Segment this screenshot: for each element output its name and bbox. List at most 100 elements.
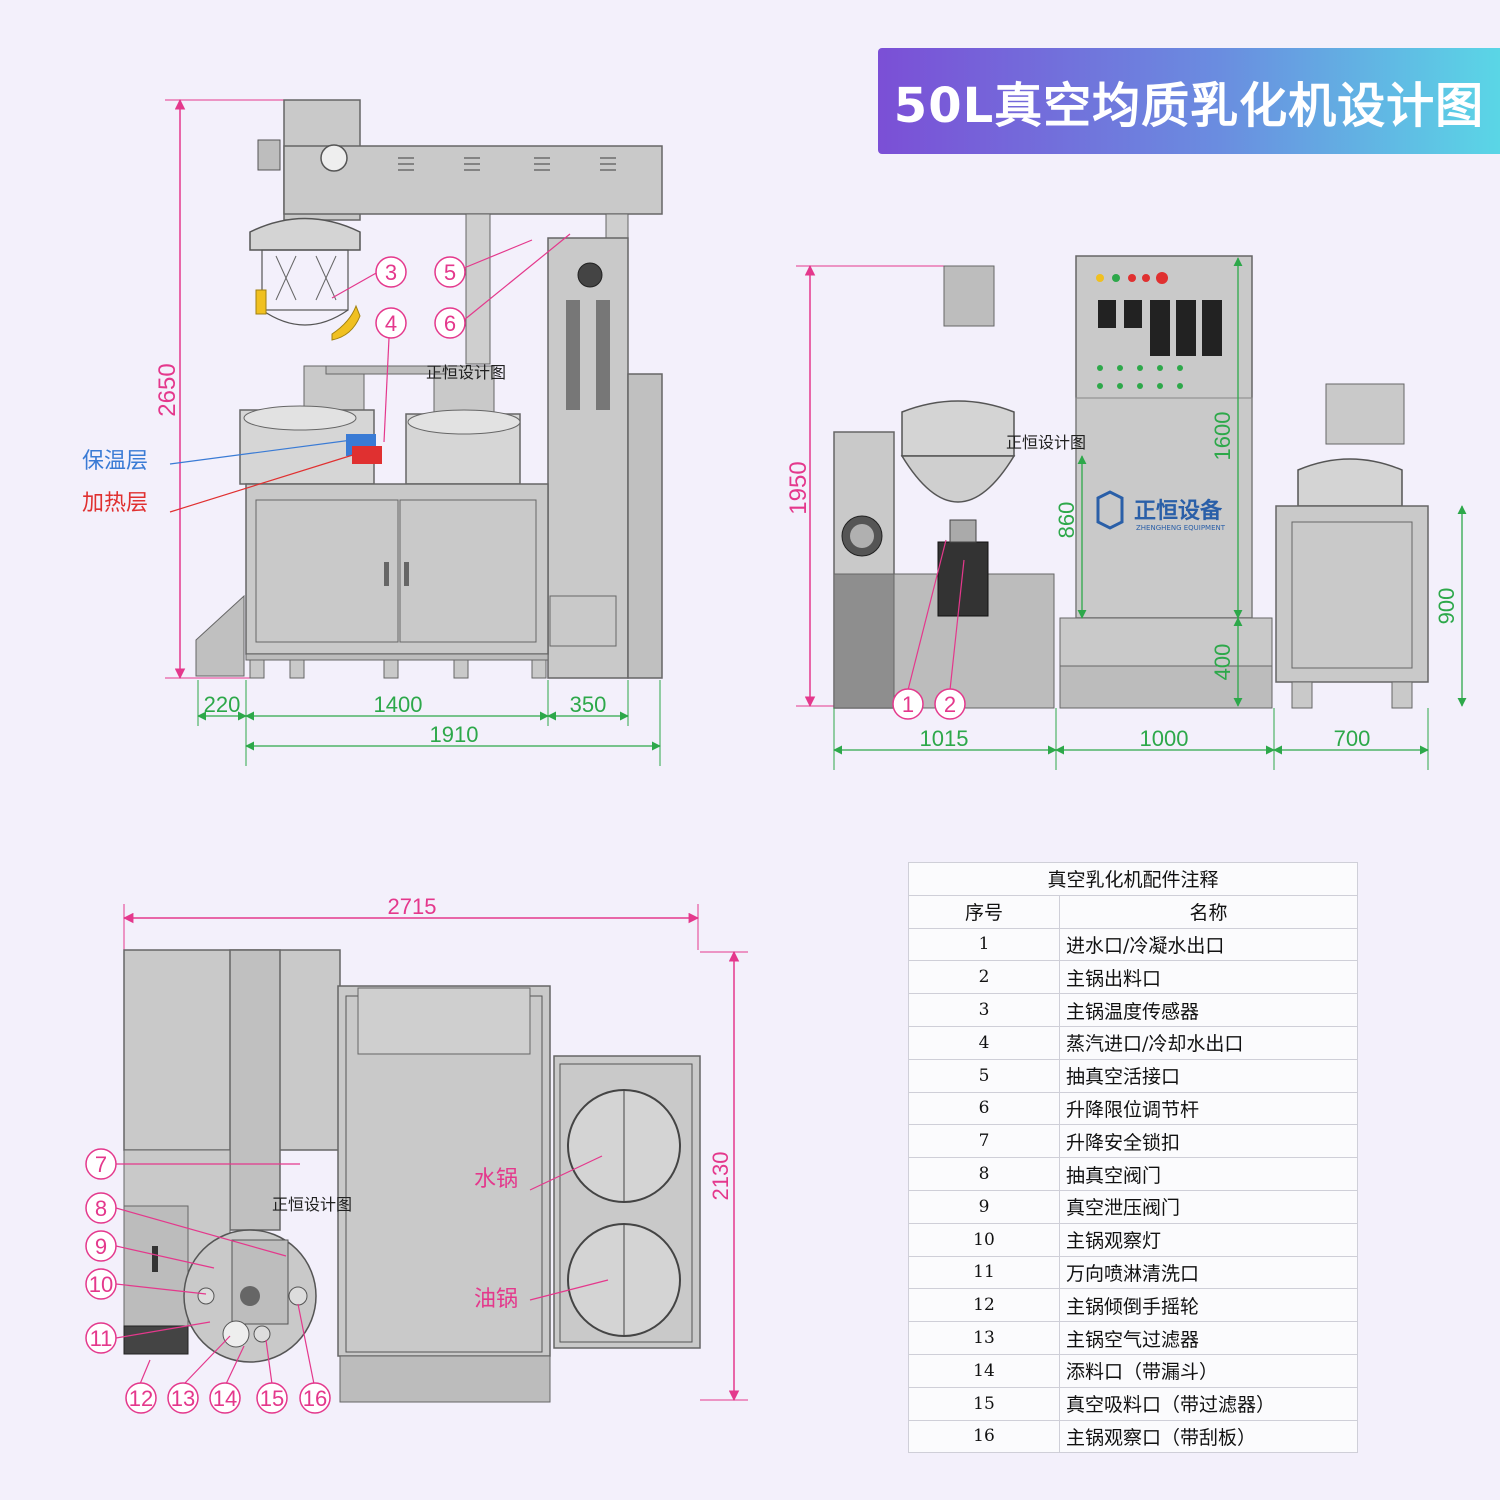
row-index: 1 bbox=[908, 927, 1060, 962]
callout-10 bbox=[85, 1268, 117, 1300]
water-pot-label: 水锅 bbox=[474, 1167, 518, 1192]
callout-4-label: 4 bbox=[385, 311, 397, 336]
row-index: 6 bbox=[908, 1091, 1060, 1126]
callout-5-label: 5 bbox=[444, 260, 456, 285]
row-name: 真空吸料口（带过滤器） bbox=[1059, 1386, 1358, 1421]
side-view: 1950 正恒设备 ZHENGHENG EQUIPMENT bbox=[785, 255, 1467, 770]
row-name: 万向喷淋清洗口 bbox=[1059, 1255, 1358, 1290]
dim-400: 400 bbox=[1210, 644, 1235, 681]
row-name: 真空泄压阀门 bbox=[1059, 1189, 1358, 1224]
watermark-front: 正恒设计图 bbox=[426, 363, 506, 382]
callout-1-label: 1 bbox=[902, 692, 914, 717]
callout-1 bbox=[892, 688, 924, 720]
row-index: 4 bbox=[908, 1025, 1060, 1060]
callout-4 bbox=[375, 307, 407, 339]
callout-8 bbox=[85, 1192, 117, 1224]
callout-3-label: 3 bbox=[385, 260, 397, 285]
row-index: 5 bbox=[908, 1058, 1060, 1093]
row-index: 11 bbox=[908, 1255, 1060, 1290]
row-name: 主锅出料口 bbox=[1059, 960, 1358, 995]
callout-12-label: 12 bbox=[129, 1386, 153, 1411]
row-index: 10 bbox=[908, 1222, 1060, 1257]
row-name: 主锅温度传感器 bbox=[1059, 993, 1358, 1027]
row-name: 升降限位调节杆 bbox=[1059, 1091, 1358, 1126]
callout-11-label: 11 bbox=[90, 1326, 113, 1351]
dim-220: 220 bbox=[204, 692, 241, 717]
row-index: 2 bbox=[908, 960, 1060, 995]
oil-pot-label: 油锅 bbox=[474, 1287, 518, 1312]
watermark-top: 正恒设计图 bbox=[272, 1195, 352, 1214]
row-name: 抽真空活接口 bbox=[1059, 1058, 1358, 1093]
row-index: 12 bbox=[908, 1288, 1060, 1323]
row-index: 13 bbox=[908, 1321, 1060, 1355]
row-name: 升降安全锁扣 bbox=[1059, 1124, 1358, 1159]
callout-13-label: 13 bbox=[171, 1386, 195, 1411]
brand-name: 正恒设备 bbox=[1134, 498, 1223, 524]
side-height-label: 1950 bbox=[785, 461, 812, 514]
callout-16 bbox=[299, 1382, 331, 1414]
row-name: 主锅观察口（带刮板） bbox=[1059, 1419, 1358, 1454]
top-view: 2715 2130 正恒设计图 水锅 油锅 bbox=[85, 894, 748, 1414]
callout-2-label: 2 bbox=[944, 692, 956, 717]
callout-12 bbox=[125, 1382, 157, 1414]
callout-9 bbox=[85, 1230, 117, 1262]
title-banner: 50L真空均质乳化机设计图 bbox=[878, 48, 1500, 154]
dim-1000: 1000 bbox=[1140, 726, 1189, 751]
brand-english: ZHENGHENG EQUIPMENT bbox=[1136, 524, 1226, 532]
row-index: 15 bbox=[908, 1386, 1060, 1421]
callout-15-label: 15 bbox=[260, 1386, 284, 1411]
dim-860: 860 bbox=[1054, 502, 1079, 539]
dim-1600: 1600 bbox=[1210, 412, 1235, 461]
callout-3 bbox=[375, 256, 407, 288]
row-name: 主锅倾倒手摇轮 bbox=[1059, 1288, 1358, 1323]
row-name: 蒸汽进口/冷却水出口 bbox=[1059, 1025, 1358, 1060]
row-index: 7 bbox=[908, 1124, 1060, 1159]
callout-13 bbox=[167, 1382, 199, 1414]
watermark-side: 正恒设计图 bbox=[1006, 433, 1086, 452]
dim-1015: 1015 bbox=[920, 726, 969, 751]
top-width-label: 2715 bbox=[388, 894, 437, 919]
dim-900: 900 bbox=[1434, 588, 1459, 625]
heating-layer-label: 加热层 bbox=[82, 491, 148, 516]
callout-6 bbox=[434, 307, 466, 339]
top-depth-label: 2130 bbox=[708, 1152, 733, 1201]
row-name: 主锅空气过滤器 bbox=[1059, 1321, 1358, 1355]
callout-14-label: 14 bbox=[213, 1386, 237, 1411]
row-index: 9 bbox=[908, 1189, 1060, 1224]
dim-350: 350 bbox=[570, 692, 607, 717]
callout-2 bbox=[934, 688, 966, 720]
dim-1910: 1910 bbox=[430, 722, 479, 747]
header-name: 名称 bbox=[1059, 894, 1358, 929]
front-callouts: 3 4 5 6 bbox=[331, 233, 571, 443]
insulation-layer-label: 保温层 bbox=[82, 449, 148, 474]
callout-15 bbox=[256, 1382, 288, 1414]
dim-700: 700 bbox=[1334, 726, 1371, 751]
callout-8-label: 8 bbox=[95, 1196, 107, 1221]
front-height-label: 2650 bbox=[154, 363, 181, 416]
callout-5 bbox=[434, 256, 466, 288]
page-title: 50L真空均质乳化机设计图 bbox=[893, 78, 1485, 134]
brand-logo: 正恒设备 ZHENGHENG EQUIPMENT bbox=[1096, 490, 1226, 532]
row-name: 抽真空阀门 bbox=[1059, 1157, 1358, 1191]
header-index: 序号 bbox=[908, 894, 1060, 929]
row-name: 主锅观察灯 bbox=[1059, 1222, 1358, 1257]
callout-6-label: 6 bbox=[444, 311, 456, 336]
callout-9-label: 9 bbox=[95, 1234, 107, 1259]
callout-10-label: 10 bbox=[89, 1272, 113, 1297]
callout-16-label: 16 bbox=[303, 1386, 327, 1411]
front-view: 2650 bbox=[82, 98, 663, 766]
